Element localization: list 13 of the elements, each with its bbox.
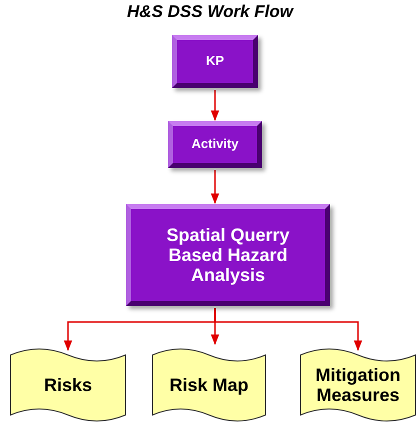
node-label: Risk Map <box>169 374 249 396</box>
node-label: Activity <box>192 137 238 152</box>
diagram-title: H&S DSS Work Flow <box>126 2 295 22</box>
node-label: Spatial Querry Based Hazard Analysis <box>165 224 291 286</box>
process-box <box>172 35 258 88</box>
node-label: KP <box>206 54 224 69</box>
node-label: Mitigation Measures <box>314 364 402 406</box>
arrow <box>210 90 220 122</box>
arrow <box>214 308 362 352</box>
arrow <box>210 170 220 204</box>
node-label: Risks <box>44 374 92 396</box>
process-box <box>126 204 330 306</box>
process-box <box>168 121 262 168</box>
